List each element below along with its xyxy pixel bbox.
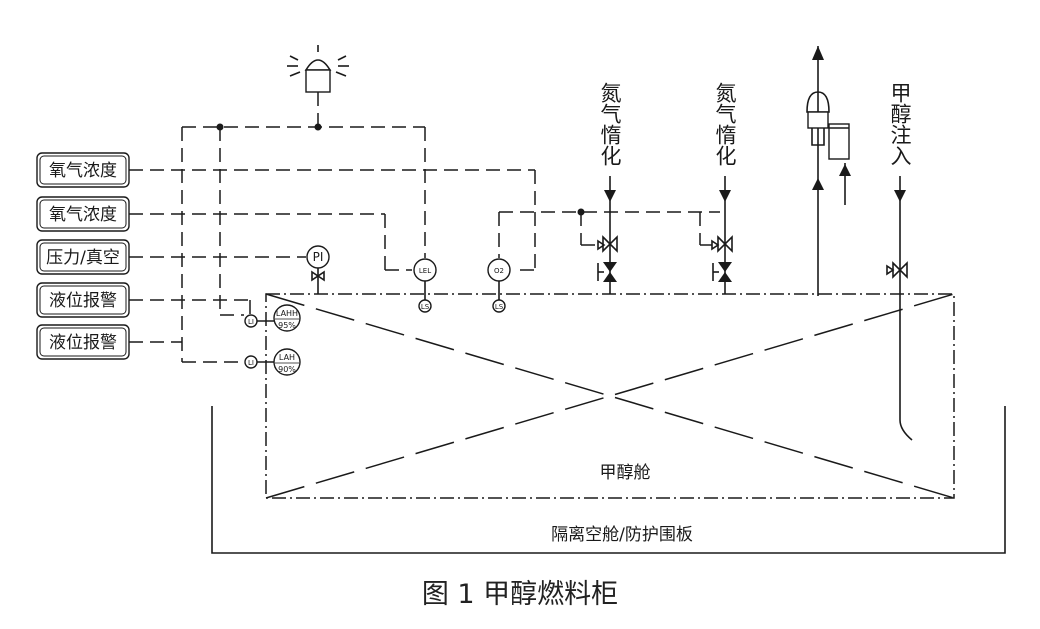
level-transmitter-2: LI: [244, 355, 274, 369]
svg-text:O2: O2: [494, 267, 504, 275]
svg-text:LS: LS: [495, 303, 504, 311]
cofferdam-label: 隔离空舱/防护围板: [551, 525, 693, 545]
alarm-beacon-icon: [287, 45, 349, 93]
nitrogen-line-2: 氮气惰化: [711, 82, 737, 294]
svg-text:氮气惰化: 氮气惰化: [598, 82, 622, 166]
signal-box-label: 压力/真空: [46, 248, 120, 268]
gas-detector-left: LEL LS: [413, 258, 437, 313]
methanol-filling-line: 甲醇注入: [886, 82, 913, 441]
nitrogen-line-1: 氮气惰化: [597, 82, 622, 294]
signal-box-label: 液位报警: [49, 333, 117, 353]
junction-dot: [577, 208, 585, 216]
tank-diagonal-1: [265, 293, 955, 499]
svg-text:90%: 90%: [278, 365, 296, 374]
junction-dot: [314, 123, 322, 131]
level-alarm-high: LAH 90%: [273, 348, 301, 376]
tank-label: 甲醇舱: [600, 463, 651, 483]
cofferdam-outline: [211, 406, 1006, 554]
signal-box-pressure: 压力/真空: [36, 239, 130, 275]
svg-text:LAHH: LAHH: [276, 309, 298, 318]
svg-text:95%: 95%: [278, 321, 296, 330]
junction-dot: [216, 123, 224, 131]
svg-text:LI: LI: [248, 359, 254, 367]
signal-box-level-alarm-2: 液位报警: [36, 324, 130, 360]
vent-mast: [806, 46, 851, 296]
signal-lines: [129, 92, 720, 363]
signal-box-label: 液位报警: [49, 291, 117, 311]
svg-text:PI: PI: [313, 250, 324, 264]
svg-text:LI: LI: [248, 318, 254, 326]
svg-text:甲醇注入: 甲醇注入: [888, 82, 912, 166]
level-transmitter-1: LI: [244, 314, 274, 328]
figure-caption: 图 1 甲醇燃料柜: [422, 579, 618, 610]
svg-text:LS: LS: [421, 303, 430, 311]
signal-box-oxygen-2: 氧气浓度: [36, 196, 130, 232]
signal-box-label: 氧气浓度: [49, 161, 117, 181]
signal-box-level-alarm-1: 液位报警: [36, 282, 130, 318]
level-alarm-high-high: LAHH 95%: [273, 304, 301, 332]
tank-diagonal-2: [265, 293, 955, 499]
svg-text:LEL: LEL: [419, 267, 431, 275]
pressure-indicator: PI: [306, 245, 330, 294]
signal-box-label: 氧气浓度: [49, 205, 117, 225]
gas-detector-right: O2 LS: [487, 258, 511, 313]
svg-text:LAH: LAH: [279, 353, 295, 362]
svg-text:氮气惰化: 氮气惰化: [713, 82, 737, 166]
signal-box-oxygen-1: 氧气浓度: [36, 152, 130, 188]
